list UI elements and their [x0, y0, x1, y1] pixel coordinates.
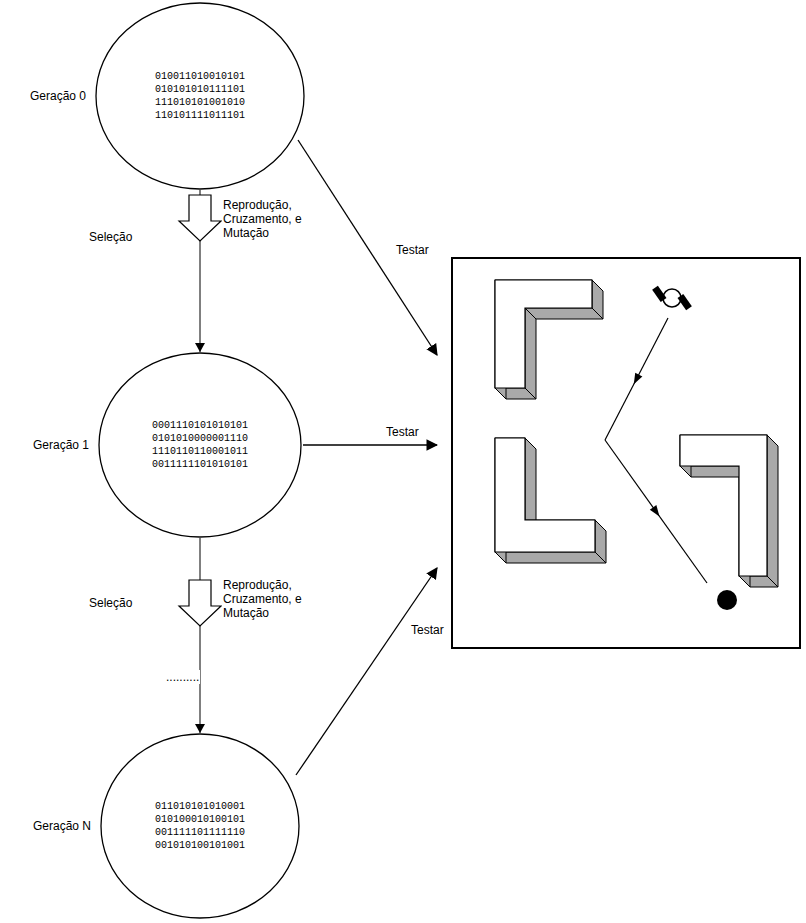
- block-side: [525, 308, 603, 319]
- block-face: [495, 438, 595, 552]
- ellipse-outline: [95, 2, 305, 190]
- block-side: [525, 438, 536, 531]
- generation-connector: [179, 190, 221, 352]
- path-arrowhead: [630, 373, 642, 386]
- test-label: Testar: [385, 425, 420, 439]
- generation-ellipse: Geração 10001110101010101 01010100000011…: [98, 352, 302, 538]
- chromosome-bits: 0001110101010101 0101010000001110 111011…: [149, 419, 251, 471]
- operators-label: Reprodução, Cruzamento, e Mutação: [222, 578, 319, 620]
- chromosome-bits: 011010101010001 010100010100101 00111110…: [149, 800, 251, 852]
- path-line: [605, 440, 707, 583]
- operators-label: Reprodução, Cruzamento, e Mutação: [222, 198, 319, 240]
- block-face: [680, 435, 767, 576]
- goal-dot: [717, 590, 737, 610]
- ellipsis-dots: ..........: [165, 670, 200, 684]
- hollow-arrow: [179, 580, 221, 626]
- test-arrow: [303, 444, 437, 445]
- test-label: Testar: [395, 243, 430, 257]
- robot-trajectory: [605, 318, 707, 583]
- ellipse-outline: [98, 352, 302, 538]
- ellipse-line: [101, 734, 299, 918]
- selection-label: Seleção: [88, 230, 133, 244]
- generation-label: Geração 0: [30, 89, 86, 103]
- block-face: [495, 280, 592, 388]
- chromosome-bits: 010011010010101 010101010111101 11101010…: [149, 70, 251, 122]
- wall-blocks: [495, 280, 778, 587]
- robot-icon: [652, 286, 692, 311]
- path-arrowhead: [650, 505, 663, 519]
- generation-ellipse: Geração 0010011010010101 010101010111101…: [95, 2, 305, 190]
- generation-connector: [179, 538, 221, 733]
- arrowhead: [195, 724, 205, 733]
- ellipse-outline: [100, 733, 300, 919]
- generation-label: Geração 1: [33, 438, 89, 452]
- arrowhead: [195, 343, 205, 352]
- block-side: [525, 308, 536, 399]
- connector-line: [200, 538, 201, 733]
- environment-frame: [452, 258, 800, 648]
- test-label: Testar: [410, 623, 445, 637]
- hollow-arrow: [179, 195, 221, 241]
- selection-label: Seleção: [88, 596, 133, 610]
- ellipse-line: [99, 353, 301, 537]
- block-side: [495, 552, 606, 563]
- block-side: [767, 435, 778, 587]
- generation-ellipse: Geração N011010101010001 010100010100101…: [100, 733, 300, 919]
- path-line: [605, 318, 668, 440]
- generation-label: Geração N: [33, 819, 91, 833]
- test-arrow: [298, 140, 437, 355]
- ellipse-line: [96, 3, 304, 189]
